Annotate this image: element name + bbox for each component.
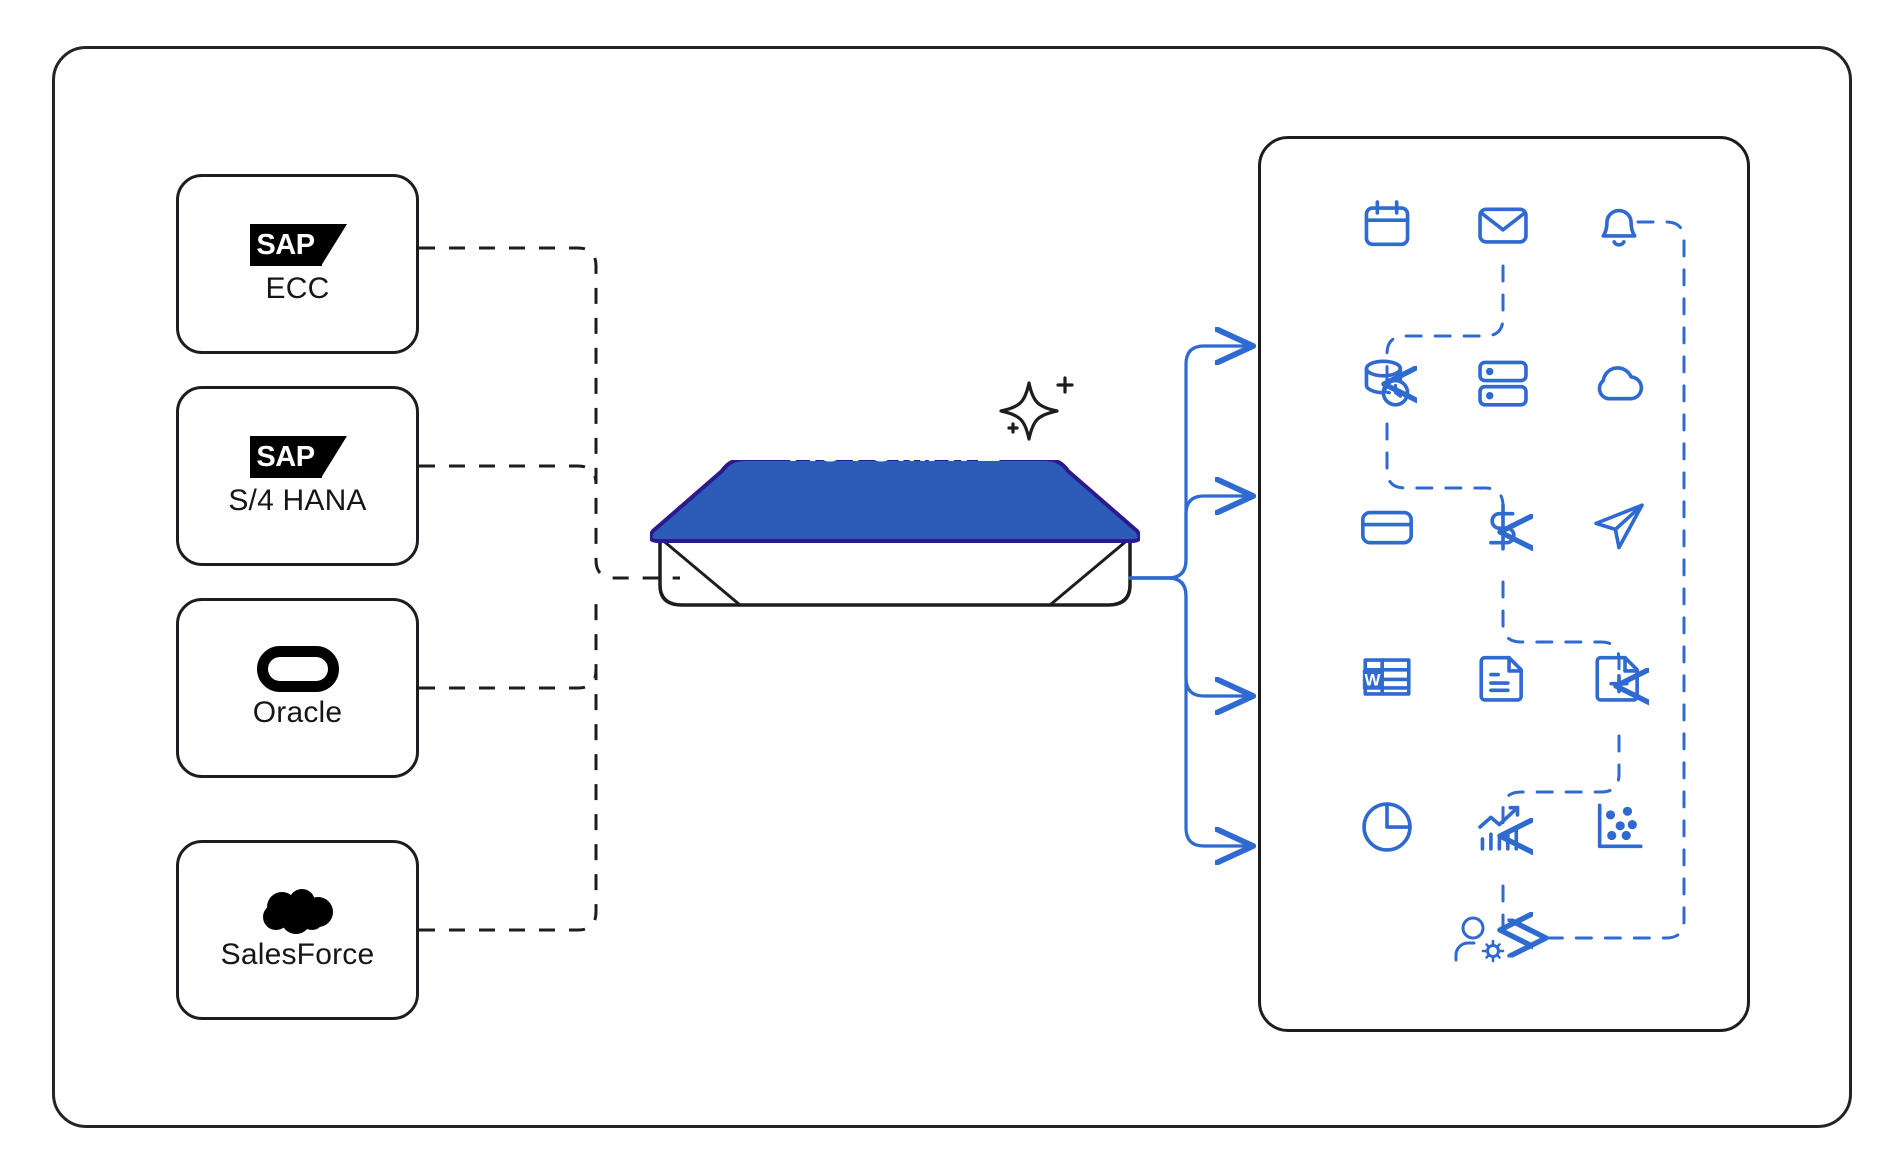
document-add-icon[interactable] [1590,648,1648,706]
cloud-icon[interactable] [1590,354,1648,412]
salesforce-cloud-logo [252,888,344,934]
server-stack-icon[interactable] [1474,354,1532,412]
source-card-label: SalesForce [220,938,375,971]
user-settings-icon[interactable] [1451,910,1513,966]
source-card-label: Oracle [252,696,343,729]
bar-chart-growth-icon[interactable] [1474,798,1532,856]
calendar-icon[interactable] [1358,196,1416,254]
document-text-icon[interactable] [1474,648,1532,706]
sap-logo: SAP [249,222,347,268]
svg-text:W: W [1365,670,1381,689]
send-paper-plane-icon[interactable] [1590,498,1648,556]
nexr-title-line2: AUTOMATE [789,427,1001,470]
sap-logo-text: SAP [256,440,315,473]
source-card-label: S/4 HANA [228,484,367,517]
source-card-label: ECC [265,272,330,305]
source-card-s4hana[interactable]: SAP S/4 HANA [176,386,419,566]
nexr-title-line1: NEXr [848,383,942,425]
word-document-icon[interactable]: W [1358,648,1416,706]
pie-chart-icon[interactable] [1358,798,1416,856]
source-card-oracle[interactable]: Oracle [176,598,419,778]
dollar-sign-icon[interactable] [1474,498,1532,556]
source-card-ecc[interactable]: SAP ECC [176,174,419,354]
nexr-automate-node[interactable]: NEXr AUTOMATE [648,383,1142,750]
database-refresh-icon[interactable] [1358,354,1416,412]
sap-logo-text: SAP [256,228,315,261]
sap-logo: SAP [249,434,347,480]
scatter-plot-icon[interactable] [1590,798,1648,856]
bell-notification-icon[interactable] [1590,196,1648,254]
mail-envelope-icon[interactable] [1474,196,1532,254]
credit-card-icon[interactable] [1358,498,1416,556]
source-card-salesforce[interactable]: SalesForce [176,840,419,1020]
service-icon-grid: W [1358,196,1648,856]
oracle-logo [256,646,339,692]
